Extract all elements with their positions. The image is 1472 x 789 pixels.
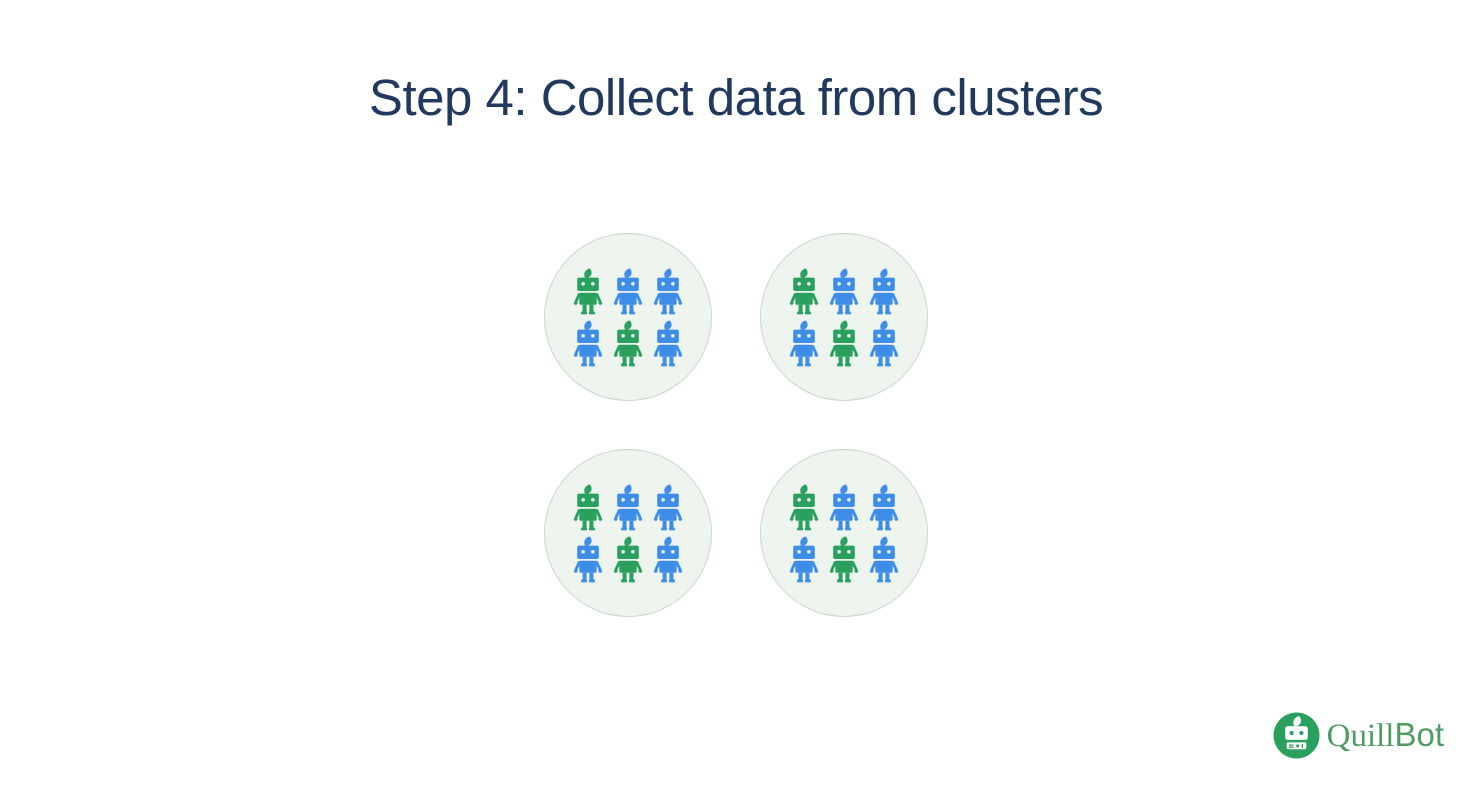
blue-robot-icon (789, 535, 819, 582)
cluster-2 (760, 233, 928, 401)
cluster-2-row-2 (787, 319, 901, 367)
blue-robot-icon (869, 267, 899, 314)
cluster-4-row-1 (787, 483, 901, 531)
green-robot-icon (613, 535, 643, 582)
brand-wordmark-quill: Quill (1326, 718, 1395, 754)
blue-robot-icon (869, 535, 899, 582)
green-robot-icon (573, 483, 603, 530)
blue-robot-icon (653, 483, 683, 530)
quillbot-logo: QuillBot (1273, 712, 1444, 759)
page-title: Step 4: Collect data from clusters (368, 69, 1104, 126)
blue-robot-icon (573, 319, 603, 366)
brand-wordmark-bot: Bot (1394, 716, 1444, 753)
cluster-4-row-2 (787, 535, 901, 583)
blue-robot-icon (653, 267, 683, 314)
brand-wordmark: QuillBot (1327, 718, 1444, 753)
cluster-2-row-1 (787, 267, 901, 315)
green-robot-icon (789, 483, 819, 530)
cluster-1-row-2 (571, 319, 685, 367)
cluster-4 (760, 449, 928, 617)
green-robot-icon (573, 267, 603, 314)
green-robot-icon (789, 267, 819, 314)
green-robot-icon (829, 535, 859, 582)
cluster-grid (544, 233, 928, 617)
cluster-1-row-1 (571, 267, 685, 315)
blue-robot-icon (869, 319, 899, 366)
cluster-3 (544, 449, 712, 617)
blue-robot-icon (829, 483, 859, 530)
green-robot-icon (829, 319, 859, 366)
blue-robot-icon (573, 535, 603, 582)
blue-robot-icon (829, 267, 859, 314)
blue-robot-icon (869, 483, 899, 530)
quillbot-logo-icon (1273, 712, 1320, 759)
cluster-3-row-2 (571, 535, 685, 583)
blue-robot-icon (789, 319, 819, 366)
cluster-3-row-1 (571, 483, 685, 531)
green-robot-icon (613, 319, 643, 366)
cluster-1 (544, 233, 712, 401)
blue-robot-icon (653, 535, 683, 582)
blue-robot-icon (613, 267, 643, 314)
blue-robot-icon (613, 483, 643, 530)
blue-robot-icon (653, 319, 683, 366)
